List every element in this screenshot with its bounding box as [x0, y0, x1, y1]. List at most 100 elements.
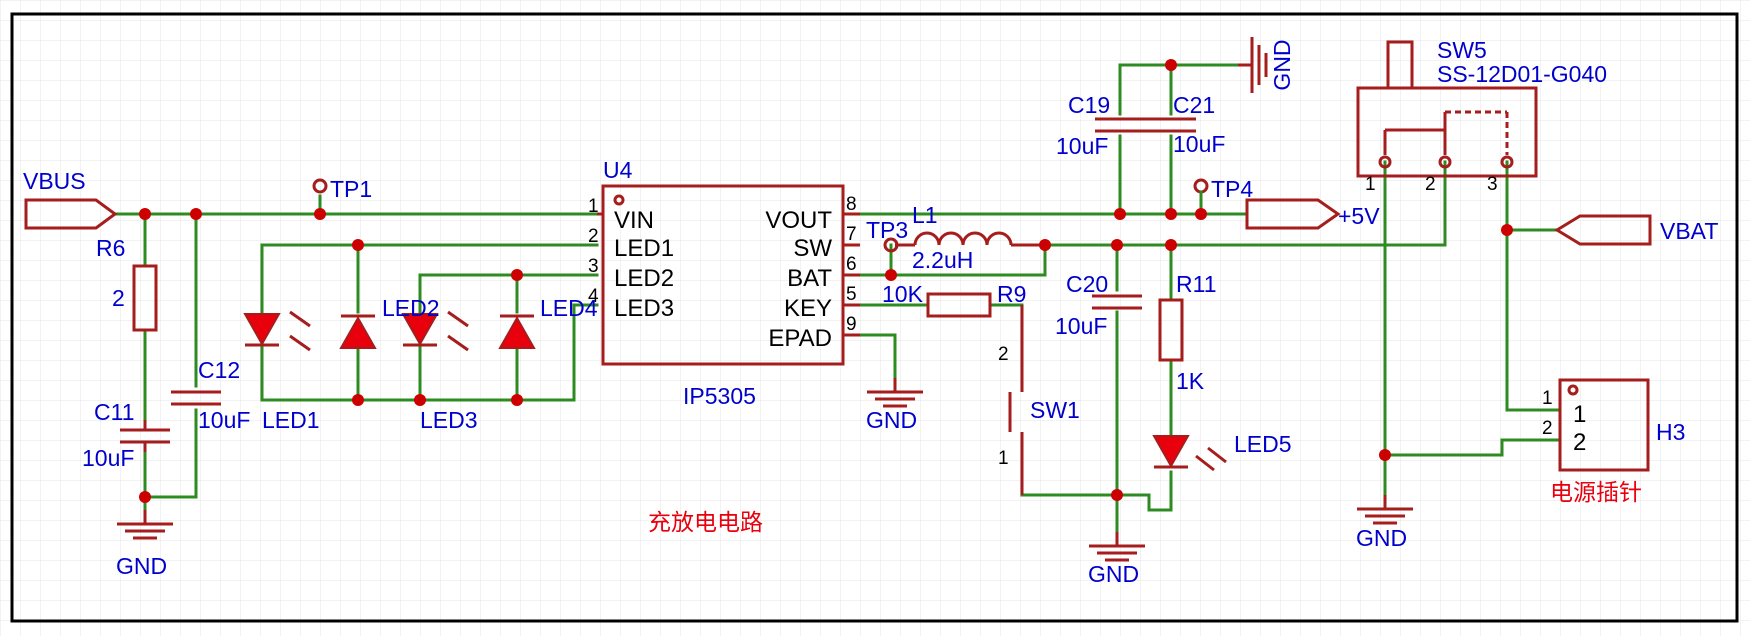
gnd-bat: GND: [1087, 530, 1147, 587]
svg-text:6: 6: [846, 254, 857, 275]
svg-text:SW: SW: [793, 235, 832, 262]
svg-text:IP5305: IP5305: [683, 383, 756, 409]
svg-text:2.2uH: 2.2uH: [912, 247, 973, 273]
capacitor-c19: C19 10uF: [1056, 92, 1196, 159]
svg-text:8: 8: [846, 194, 857, 215]
svg-text:VIN: VIN: [614, 207, 654, 234]
svg-text:2: 2: [112, 285, 125, 311]
testpoint-tp1: TP1: [312, 176, 372, 202]
testpoint-tp3: TP3: [866, 217, 908, 253]
svg-text:LED3: LED3: [420, 407, 478, 433]
header-h3: H3 电源插针 1 2 1 2: [1542, 378, 1685, 505]
svg-text:2: 2: [588, 226, 599, 247]
gnd-sw5: GND: [1355, 493, 1415, 551]
svg-text:1K: 1K: [1176, 368, 1205, 394]
resistor-r11: R11 1K: [1158, 271, 1217, 394]
svg-text:+5V: +5V: [1338, 203, 1380, 229]
svg-text:10uF: 10uF: [82, 445, 134, 471]
svg-text:2: 2: [998, 344, 1009, 365]
resistor-r9: R9 10K: [882, 281, 1026, 318]
svg-text:2: 2: [1573, 429, 1586, 456]
sheet-frame: [10, 12, 1739, 623]
switch-sw1: SW1 2 1: [998, 305, 1080, 495]
net-plus5v: +5V: [1245, 198, 1380, 230]
svg-text:10uF: 10uF: [1056, 133, 1108, 159]
svg-text:C20: C20: [1066, 271, 1108, 297]
svg-text:C12: C12: [198, 357, 240, 383]
svg-text:3: 3: [1487, 174, 1498, 195]
led-2: LED2: [382, 295, 469, 352]
led-1: LED1: [243, 310, 320, 433]
junctions: [139, 59, 1513, 503]
svg-text:LED4: LED4: [540, 295, 598, 321]
svg-text:LED1: LED1: [614, 235, 674, 262]
svg-text:BAT: BAT: [787, 265, 832, 292]
svg-text:GND: GND: [1088, 561, 1139, 587]
inductor-l1: L1 2.2uH: [895, 202, 1045, 273]
svg-text:C19: C19: [1068, 92, 1110, 118]
svg-text:LED5: LED5: [1234, 431, 1292, 457]
svg-text:C11: C11: [94, 399, 135, 425]
svg-text:L1: L1: [912, 202, 938, 228]
svg-text:1: 1: [1542, 388, 1553, 409]
svg-text:R6: R6: [96, 235, 125, 261]
svg-text:KEY: KEY: [784, 295, 832, 322]
svg-text:R11: R11: [1176, 271, 1217, 297]
svg-text:LED2: LED2: [382, 295, 440, 321]
switch-sw5: SW5 SS-12D01-G040 1 2 3: [1356, 37, 1607, 195]
ic-u4: U4 IP5305 1 2 3 4 VIN LED1 LED2 LED3 8 7…: [588, 157, 860, 409]
net-vbat: VBAT: [1554, 214, 1718, 246]
svg-text:LED2: LED2: [614, 265, 674, 292]
svg-text:EPAD: EPAD: [768, 325, 832, 352]
svg-text:2: 2: [1542, 418, 1553, 439]
led-4: LED4: [498, 295, 598, 349]
svg-text:SW1: SW1: [1030, 397, 1080, 423]
svg-text:7: 7: [846, 224, 857, 245]
svg-text:2: 2: [1425, 174, 1436, 195]
svg-text:TP3: TP3: [866, 217, 908, 243]
svg-text:TP4: TP4: [1211, 176, 1253, 202]
capacitor-c12: C12 10uF: [171, 357, 250, 433]
capacitor-c11: C11 10uF: [82, 399, 170, 471]
svg-text:VOUT: VOUT: [765, 207, 832, 234]
capacitor-c20: C20 10uF: [1055, 271, 1142, 339]
svg-text:R9: R9: [997, 281, 1026, 307]
svg-text:VBUS: VBUS: [23, 168, 86, 194]
svg-text:9: 9: [846, 314, 857, 335]
svg-text:LED1: LED1: [262, 407, 320, 433]
svg-text:GND: GND: [1269, 39, 1295, 90]
gnd-top: GND: [1238, 37, 1295, 93]
testpoint-tp4: TP4: [1193, 176, 1253, 216]
svg-text:3: 3: [588, 256, 599, 277]
led-3: LED3: [339, 314, 478, 433]
capacitor-c21: C21 10uF: [1173, 92, 1225, 157]
net-vbus: VBUS: [23, 168, 118, 230]
gnd-c11: GND: [115, 508, 175, 579]
svg-text:10uF: 10uF: [1055, 313, 1107, 339]
svg-text:1: 1: [1573, 401, 1586, 428]
svg-text:GND: GND: [1356, 525, 1407, 551]
svg-text:U4: U4: [603, 157, 633, 183]
svg-text:10uF: 10uF: [198, 407, 250, 433]
svg-text:4: 4: [588, 286, 599, 307]
gnd-epad: GND: [865, 376, 925, 433]
svg-text:SW5: SW5: [1437, 37, 1487, 63]
svg-text:1: 1: [588, 196, 599, 217]
sheet-title: 充放电电路: [648, 509, 763, 535]
svg-text:10uF: 10uF: [1173, 131, 1225, 157]
svg-text:LED3: LED3: [614, 295, 674, 322]
resistor-r6: R6 2: [96, 235, 158, 332]
svg-text:SS-12D01-G040: SS-12D01-G040: [1437, 61, 1607, 87]
svg-text:GND: GND: [866, 407, 917, 433]
svg-text:VBAT: VBAT: [1660, 218, 1718, 244]
svg-text:1: 1: [998, 448, 1009, 469]
led-5: LED5: [1152, 431, 1292, 472]
svg-text:TP1: TP1: [330, 176, 372, 202]
svg-text:H3: H3: [1656, 419, 1685, 445]
svg-text:10K: 10K: [882, 281, 924, 307]
svg-text:5: 5: [846, 284, 857, 305]
svg-text:GND: GND: [116, 553, 167, 579]
svg-text:C21: C21: [1173, 92, 1215, 118]
